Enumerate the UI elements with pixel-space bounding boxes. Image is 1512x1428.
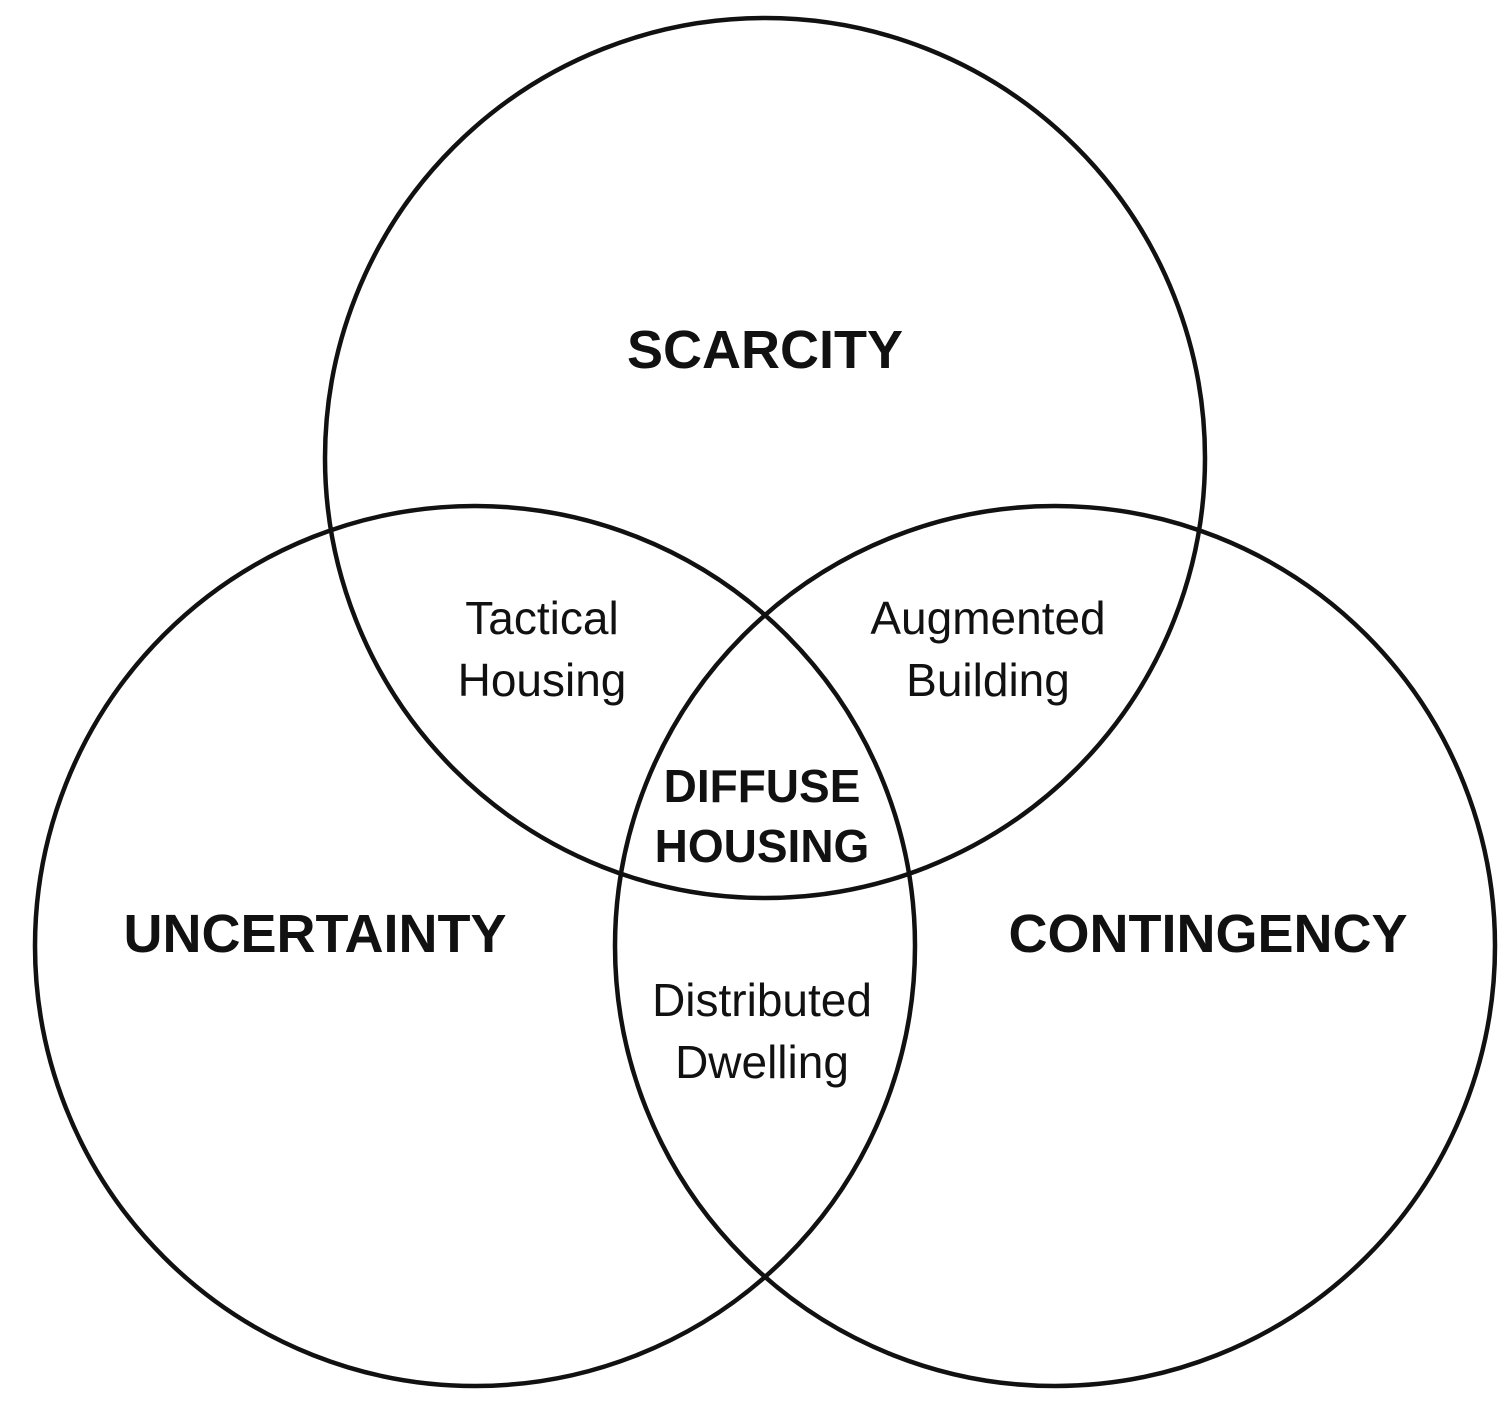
uncertainty-circle bbox=[32, 503, 918, 1389]
augmented-building-line1: Augmented bbox=[870, 592, 1105, 644]
uncertainty-label: UNCERTAINTY bbox=[124, 904, 507, 964]
augmented-building-line2: Building bbox=[906, 654, 1070, 706]
distributed-dwelling-line1: Distributed bbox=[652, 974, 872, 1026]
distributed-dwelling-line2: Dwelling bbox=[675, 1036, 849, 1088]
contingency-label: CONTINGENCY bbox=[1008, 904, 1407, 964]
scarcity-circle bbox=[322, 15, 1208, 901]
contingency-circle bbox=[612, 503, 1498, 1389]
diffuse-housing-line2: HOUSING bbox=[655, 820, 870, 872]
tactical-housing-line2: Housing bbox=[458, 654, 627, 706]
scarcity-label: SCARCITY bbox=[627, 320, 903, 380]
tactical-housing-line1: Tactical bbox=[465, 592, 618, 644]
diffuse-housing-line1: DIFFUSE bbox=[664, 760, 861, 812]
